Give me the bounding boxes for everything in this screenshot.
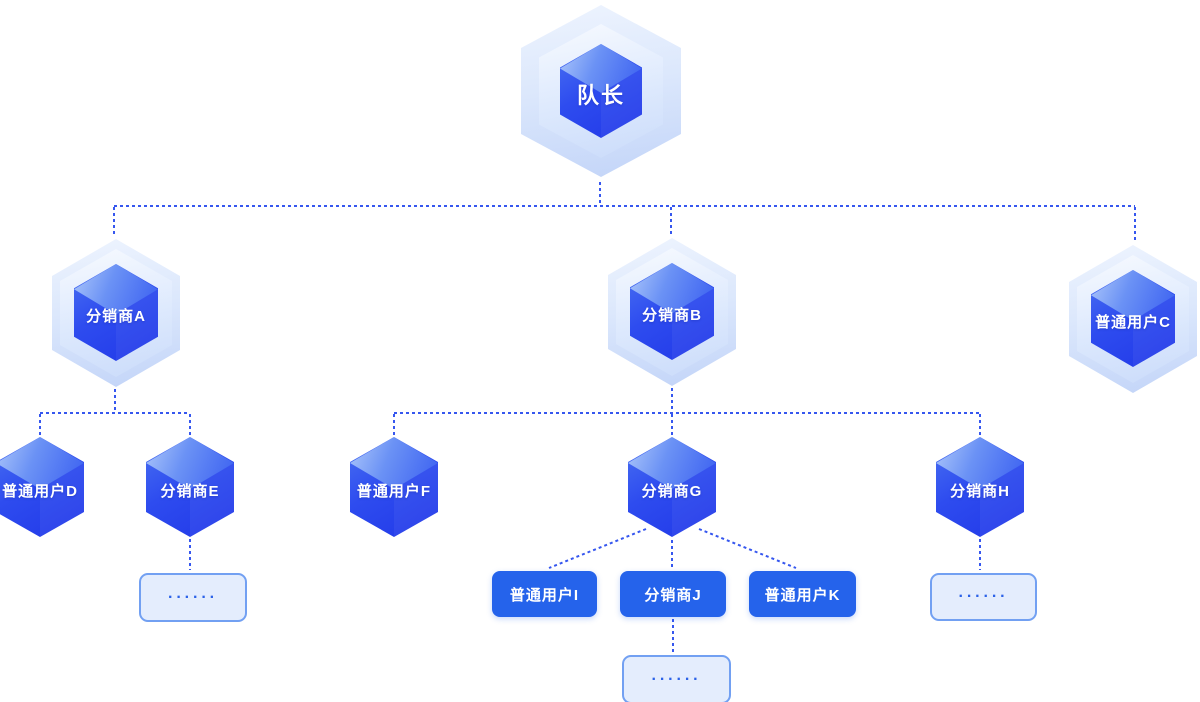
node-label: 分销商E [160,482,220,500]
hexagon-cube: 普通用户F [350,437,438,537]
hexagon-cube: 普通用户D [0,437,84,537]
node-label: 分销商G [641,482,703,500]
hexagon-cube: 队长 [560,44,642,138]
node-label: 分销商A [86,308,146,325]
node-user-k[interactable]: 普通用户K [749,571,856,617]
ellipsis-label: ······ [958,588,1009,605]
node-distributor-g[interactable]: 分销商G [628,437,716,537]
node-label: 分销商J [644,586,702,604]
ellipsis-label: ······ [168,588,218,606]
node-label: 普通用户D [2,482,78,500]
node-label: 分销商B [642,307,702,324]
node-label: 普通用户I [509,586,580,604]
node-label: 普通用户K [764,586,841,604]
node-label: 普通用户C [1095,314,1171,331]
hexagon-cube: 分销商H [936,437,1024,537]
node-distributor-e[interactable]: 分销商E [146,437,234,537]
node-captain[interactable]: 队长 [521,5,681,177]
node-label: 分销商H [950,482,1010,500]
node-distributor-h[interactable]: 分销商H [936,437,1024,537]
node-user-f[interactable]: 普通用户F [350,437,438,537]
node-user-c[interactable]: 普通用户C [1069,245,1197,393]
node-label: 队长 [576,83,625,108]
ellipsis-box-under-j[interactable]: ······ [622,655,731,702]
node-user-i[interactable]: 普通用户I [492,571,597,617]
ellipsis-box-under-e[interactable]: ······ [139,573,247,622]
hexagon-cube: 分销商G [628,437,716,537]
node-distributor-j[interactable]: 分销商J [620,571,726,617]
node-distributor-b[interactable]: 分销商B [608,238,736,386]
node-user-d[interactable]: 普通用户D [0,437,84,537]
hexagon-cube: 分销商E [146,437,234,537]
node-label: 普通用户F [356,482,432,500]
ellipsis-box-under-h[interactable]: ······ [930,573,1037,621]
ellipsis-label: ······ [651,670,702,688]
node-distributor-a[interactable]: 分销商A [52,239,180,387]
